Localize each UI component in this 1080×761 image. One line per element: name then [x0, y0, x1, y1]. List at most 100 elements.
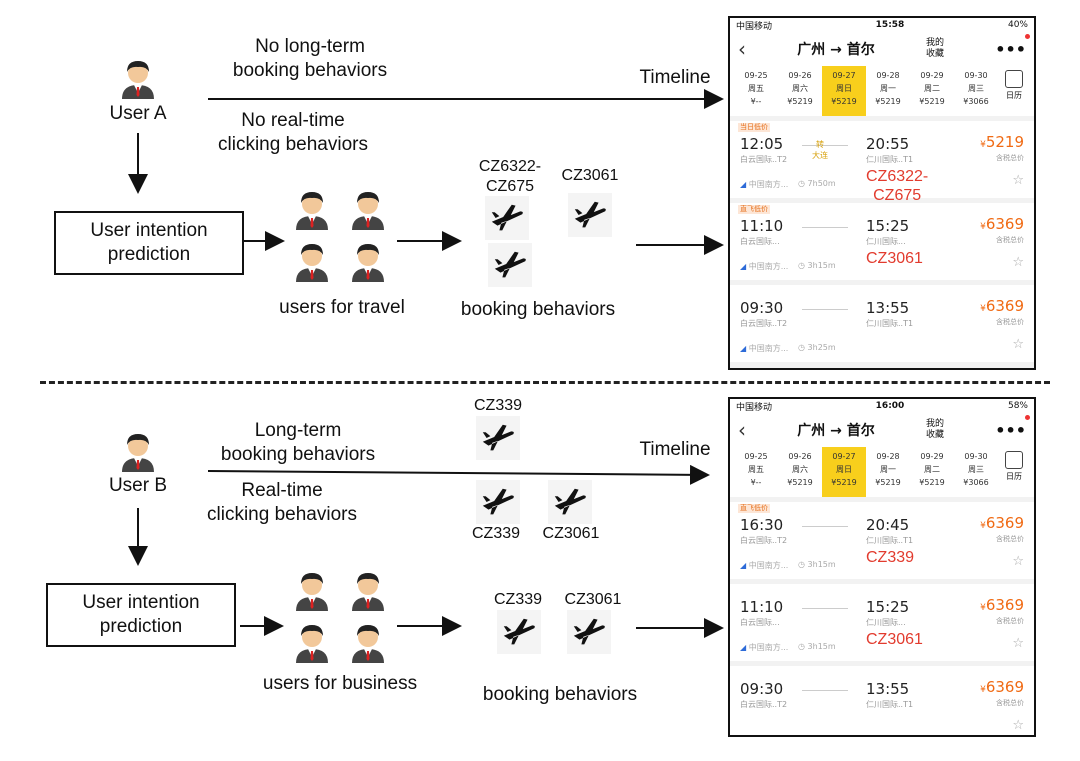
- calendar-button[interactable]: 日历: [998, 66, 1030, 116]
- date-price: ¥5219: [787, 478, 813, 487]
- date-tab[interactable]: 09-26 周六 ¥5219: [778, 447, 822, 497]
- date-day: 09-27: [832, 71, 856, 80]
- departure-time: 12:05: [740, 135, 784, 153]
- star-icon[interactable]: ☆: [1012, 173, 1024, 188]
- booking-label-bottom: booking behaviors: [482, 684, 638, 705]
- airline-label: ◢ 中国南方...: [740, 343, 788, 354]
- business-user-icon: [348, 569, 388, 611]
- departure-time: 16:30: [740, 516, 784, 534]
- date-weekday: 周六: [792, 465, 808, 474]
- date-price: ¥5219: [787, 97, 813, 106]
- plane-icon: [567, 610, 611, 654]
- arrival-time: 20:45: [866, 516, 910, 534]
- date-weekday: 周日: [836, 84, 852, 93]
- date-price: ¥--: [750, 97, 762, 106]
- flight-code-cz6322: CZ6322-CZ675: [478, 158, 542, 195]
- plane-icon: [488, 243, 532, 287]
- business-users-label: users for business: [262, 673, 418, 694]
- currency-symbol: ¥: [980, 140, 986, 150]
- star-icon[interactable]: ☆: [1012, 718, 1024, 733]
- clock-icon: ◷: [798, 261, 808, 270]
- more-icon[interactable]: •••: [995, 33, 1030, 59]
- battery-label: 40%: [1007, 20, 1028, 30]
- favorites-button[interactable]: 我的收藏: [926, 38, 945, 59]
- airline-name: 中国南方...: [748, 643, 789, 652]
- date-day: 09-26: [788, 71, 812, 80]
- calendar-label: 日历: [1006, 472, 1022, 481]
- nav-bar: ‹ 广州 → 首尔 我的收藏 •••: [730, 413, 1034, 447]
- route-line: [802, 608, 848, 609]
- price-tag-badge: 当日低价: [738, 123, 770, 132]
- overlay-line: CZ675: [873, 187, 922, 204]
- calendar-button[interactable]: 日历: [998, 447, 1030, 497]
- price-value: 6369: [985, 514, 1024, 532]
- clock-icon: ◷: [798, 343, 808, 352]
- back-chevron-icon[interactable]: ‹: [738, 37, 746, 61]
- route-line: [802, 309, 848, 310]
- clock-icon: ◷: [798, 560, 808, 569]
- date-weekday: 周六: [792, 84, 808, 93]
- date-weekday: 周一: [880, 465, 896, 474]
- price-value: 6369: [985, 215, 1024, 233]
- date-price: ¥3066: [963, 97, 989, 106]
- date-price: ¥5219: [831, 478, 857, 487]
- back-chevron-icon[interactable]: ‹: [738, 418, 746, 442]
- overlay-line: CZ339: [866, 549, 915, 566]
- departure-time: 11:10: [740, 217, 784, 235]
- flight-duration: ◷ 3h15m: [798, 642, 836, 651]
- date-tab[interactable]: 09-26 周六 ¥5219: [778, 66, 822, 116]
- nav-bar: ‹ 广州 → 首尔 我的收藏 •••: [730, 32, 1034, 66]
- route-title: 广州 → 首尔: [797, 42, 875, 58]
- flight-code-overlay: CZ6322- CZ675: [866, 167, 928, 205]
- duration-value: 3h15m: [807, 642, 836, 651]
- favorites-button[interactable]: 我的收藏: [926, 419, 945, 440]
- date-weekday: 周二: [924, 84, 940, 93]
- flight-code-cz339: CZ339: [493, 591, 543, 608]
- clock-icon: ◷: [798, 179, 808, 188]
- date-weekday: 周五: [748, 465, 764, 474]
- overlay-line: CZ6322-: [866, 168, 929, 185]
- star-icon[interactable]: ☆: [1012, 337, 1024, 352]
- star-icon[interactable]: ☆: [1012, 554, 1024, 569]
- date-weekday: 周五: [748, 84, 764, 93]
- userA-icon: [118, 57, 158, 99]
- carrier-label: 中国移动: [736, 21, 773, 32]
- userB-icon: [118, 430, 158, 472]
- departure-time: 09:30: [740, 299, 784, 317]
- date-day: 09-26: [788, 452, 812, 461]
- price-value: 5219: [985, 133, 1024, 151]
- arrival-time: 15:25: [866, 598, 910, 616]
- departure-airport: 白云国际...: [740, 618, 780, 627]
- date-price: ¥5219: [875, 97, 901, 106]
- arrival-airport: 仁川国际..T1: [866, 700, 914, 709]
- date-day: 09-27: [832, 452, 856, 461]
- flight-code-overlay: CZ3061: [866, 249, 923, 268]
- duration-value: 3h15m: [807, 560, 836, 569]
- duration-value: 7h50m: [807, 179, 836, 188]
- star-icon[interactable]: ☆: [1012, 255, 1024, 270]
- more-icon[interactable]: •••: [995, 414, 1030, 440]
- tax-note: 含税总价: [996, 154, 1024, 162]
- star-icon[interactable]: ☆: [1012, 636, 1024, 651]
- business-user-icon: [292, 621, 332, 663]
